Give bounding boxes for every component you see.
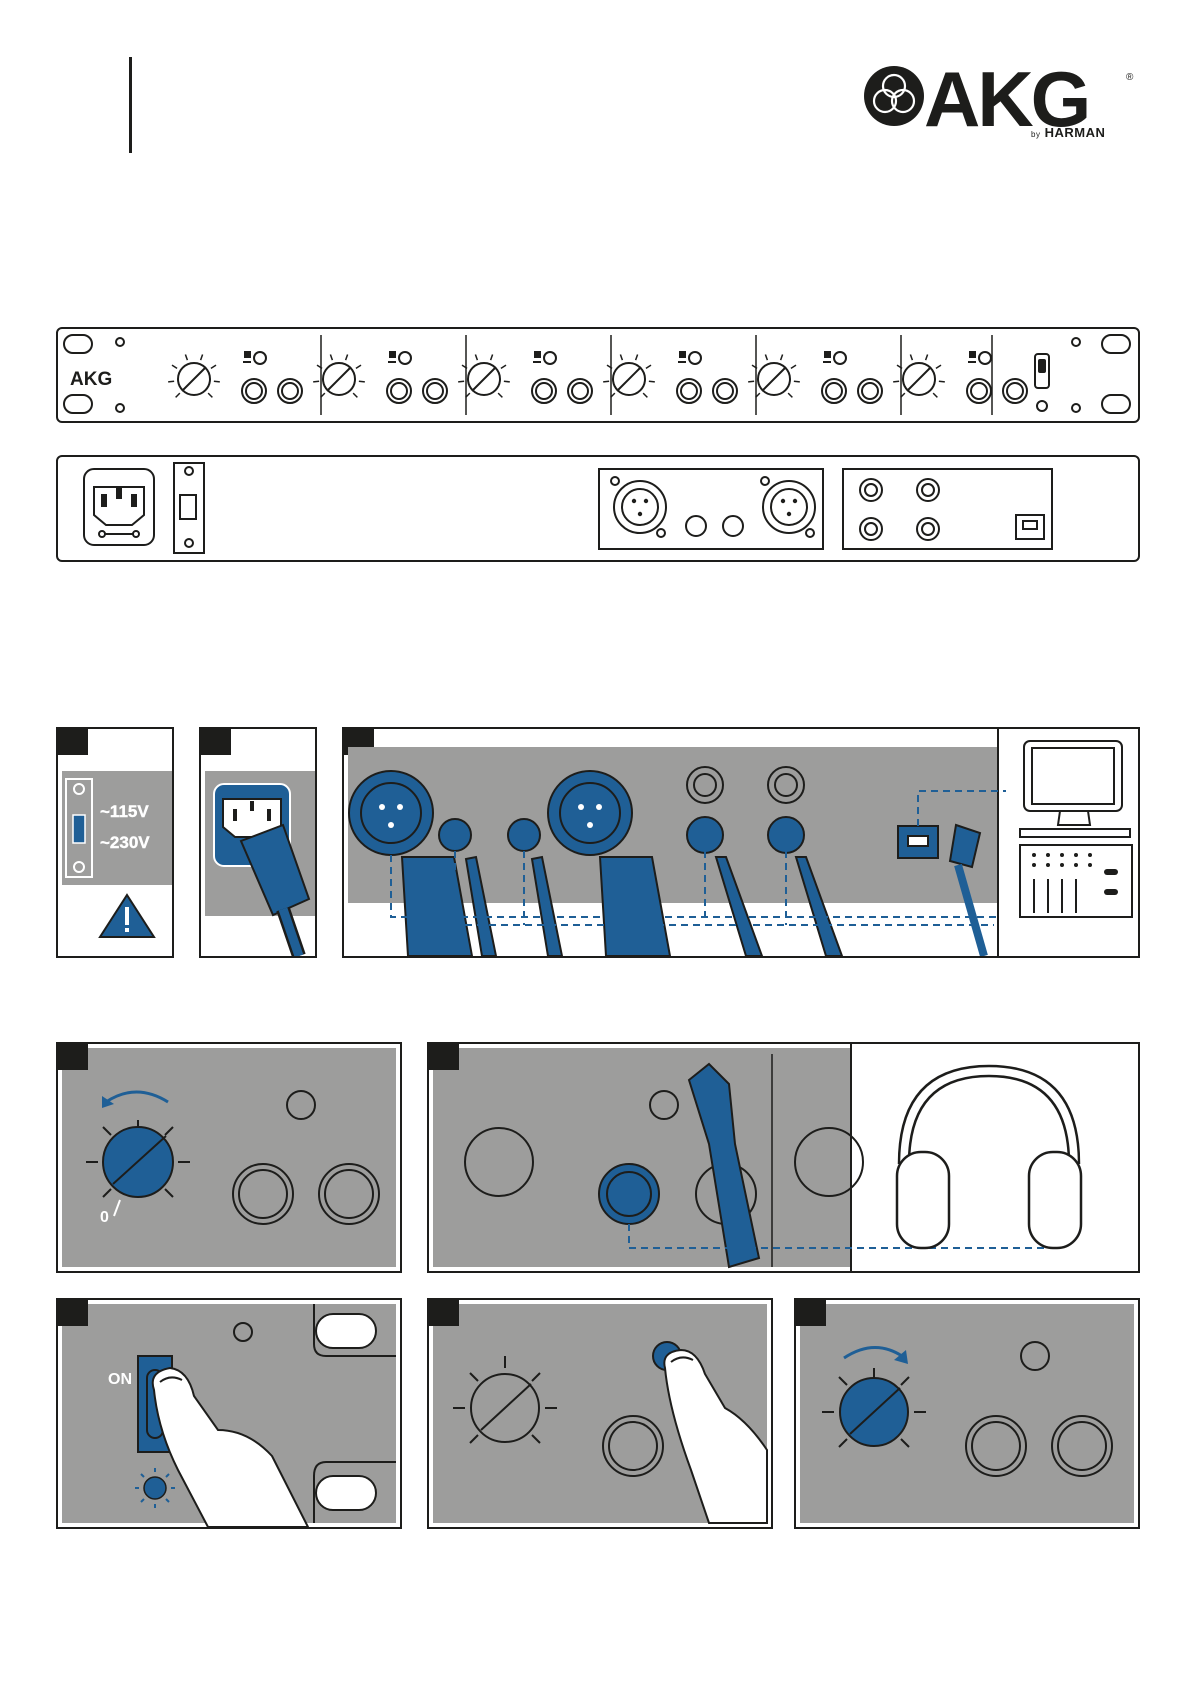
mode-button[interactable]: [544, 352, 556, 364]
step-connections: [342, 727, 1140, 958]
panel-brand: AKG: [70, 369, 112, 390]
channel-strip: [603, 335, 756, 415]
step-volume-zero: 0: [56, 1042, 402, 1273]
akg-logo: AKG ® by HARMAN: [864, 62, 1134, 142]
mode-button[interactable]: [689, 352, 701, 364]
power-switch-label: ON: [108, 1371, 132, 1388]
channel-strip: [313, 335, 466, 415]
headphones-icon: [897, 1066, 1081, 1248]
step-headphones: [427, 1042, 1140, 1273]
step-power-cord: [199, 727, 317, 958]
monitor-icon: [1020, 741, 1130, 837]
rear-panel: [56, 455, 1140, 562]
mode-button[interactable]: [834, 352, 846, 364]
front-panel: AKG: [56, 327, 1140, 423]
channel-strip: [748, 335, 901, 415]
byline-by: by: [1031, 130, 1040, 139]
step-voltage-selector: ~115V ~230V: [56, 727, 174, 958]
channel-strip: [893, 352, 1027, 403]
registered-mark: ®: [1126, 72, 1133, 83]
knob-min-label: 0: [100, 1209, 109, 1226]
warning-triangle-icon: [100, 895, 154, 937]
mode-button[interactable]: [979, 352, 991, 364]
mode-button[interactable]: [254, 352, 266, 364]
byline-company: HARMAN: [1045, 125, 1106, 140]
voltage-115-label: ~115V: [100, 802, 149, 821]
step-press-button: [427, 1298, 773, 1529]
mode-button[interactable]: [399, 352, 411, 364]
logo-byline: by HARMAN: [1031, 125, 1105, 140]
header-divider: [129, 57, 132, 153]
voltage-230-label: ~230V: [100, 833, 150, 852]
step-power-on: ON: [56, 1298, 402, 1529]
step-adjust-volume: [794, 1298, 1140, 1529]
channel-strip: [168, 335, 321, 415]
channel-strip: [458, 335, 611, 415]
